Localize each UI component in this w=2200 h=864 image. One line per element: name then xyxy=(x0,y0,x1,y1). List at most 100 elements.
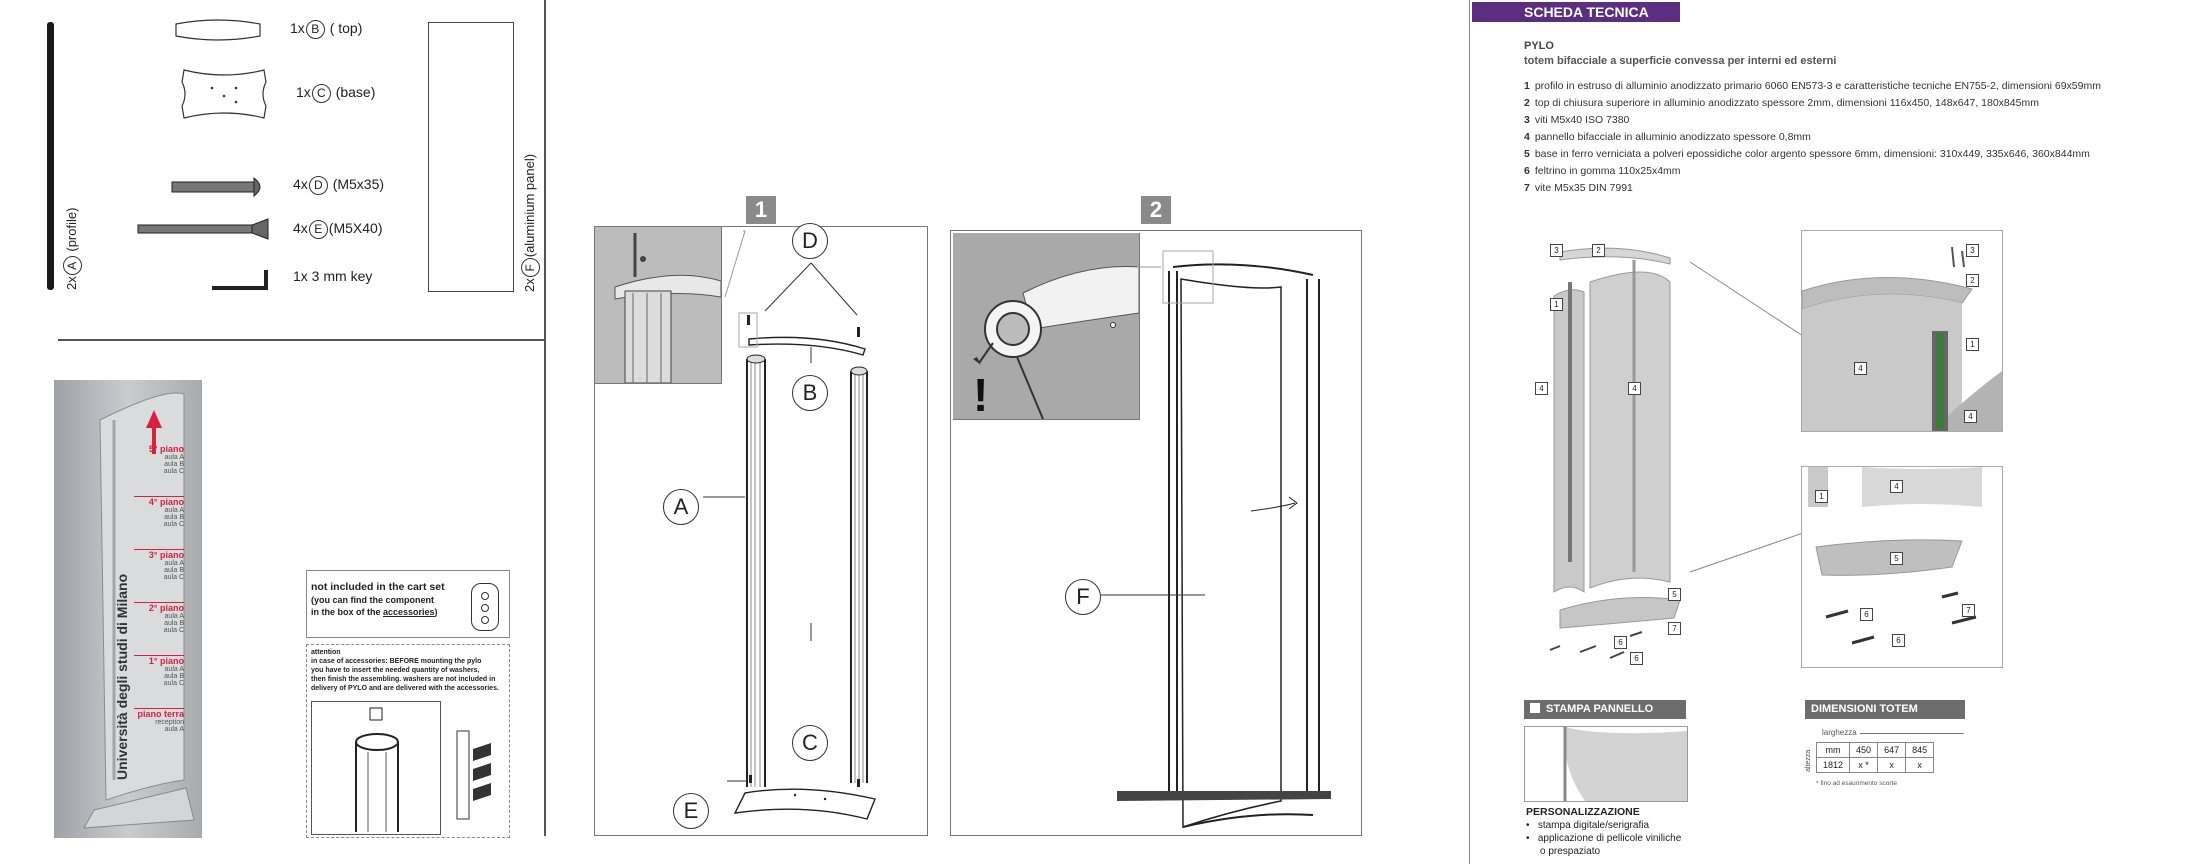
callout-f: F xyxy=(1065,579,1101,615)
stampa-header: STAMPA PANNELLO xyxy=(1524,700,1686,719)
callout-a: A xyxy=(663,489,699,525)
product-subtitle: totem bifacciale a superficie convessa p… xyxy=(1524,55,1837,67)
part-a-label: 2xA (profile) xyxy=(63,208,82,290)
step-2-detail-inset: ! xyxy=(953,233,1140,420)
callout-5: 5 xyxy=(1668,588,1681,601)
dim-header-row: mm 450 647 845 xyxy=(1815,742,1935,758)
callout-4: 4 xyxy=(1890,480,1903,493)
dim-width-arrow xyxy=(1860,733,1964,734)
exploded-view-drawing xyxy=(1549,247,1807,659)
step-1-assembly-drawing xyxy=(703,230,876,820)
detail-top-drawing xyxy=(1802,246,2002,431)
washer-icon xyxy=(471,583,499,631)
callout-b: B xyxy=(792,375,828,411)
cart-note-box: not included in the cart set (you can fi… xyxy=(306,570,510,638)
attention-line2: you have to insert the needed quantity o… xyxy=(311,667,480,674)
panel-f-drawing xyxy=(428,22,514,292)
screw-e-drawing xyxy=(137,218,269,240)
washer-stack-drawing xyxy=(456,730,491,820)
totem-shape xyxy=(83,392,195,829)
callout-2: 2 xyxy=(1592,244,1605,257)
dim-cell: x xyxy=(1905,757,1935,773)
callout-3: 3 xyxy=(1550,244,1563,257)
left-divider-vertical xyxy=(544,0,546,836)
callout-5: 5 xyxy=(1890,552,1903,565)
stampa-panel-drawing xyxy=(1563,727,1687,801)
personalizzazione-item: • stampa digitale/serigrafia xyxy=(1526,820,1650,831)
part-f-label: 2xF(aluminium panel) xyxy=(521,154,540,292)
screw-d-drawing xyxy=(171,176,261,198)
attention-line4: delivery of PYLO and are delivered with … xyxy=(311,685,499,692)
callout-6: 6 xyxy=(1860,608,1873,621)
dim-note: * fino ad esaurimento scorte xyxy=(1816,780,1897,787)
callout-c: C xyxy=(792,725,828,761)
callout-4: 4 xyxy=(1964,410,1977,423)
dim-larghezza-label: larghezza xyxy=(1822,728,1857,737)
dim-cell: 450 xyxy=(1849,742,1879,758)
info-icon xyxy=(1530,703,1540,713)
dim-cell: x xyxy=(1877,757,1907,773)
callout-d: D xyxy=(792,223,828,259)
step-1-frame: D B A C E xyxy=(594,223,928,836)
dim-cell: mm xyxy=(1815,742,1851,758)
attention-note-box: attention in case of accessories: BEFORE… xyxy=(306,644,510,838)
callout-4: 4 xyxy=(1535,382,1548,395)
dimensioni-header: DIMENSIONI TOTEM xyxy=(1805,700,1965,719)
attention-title: attention xyxy=(311,649,341,656)
product-name: PYLO xyxy=(1524,40,1554,52)
attention-line1: in case of accessories: BEFORE mounting … xyxy=(311,658,482,665)
cart-note-line2: (you can find the component xyxy=(311,595,434,605)
sheet-divider-vertical xyxy=(1469,0,1470,864)
cart-note-line3: in the box of the accessories) xyxy=(311,607,438,617)
callout-6: 6 xyxy=(1892,634,1905,647)
parts-divider-horizontal xyxy=(58,339,546,341)
step-1-number: 1 xyxy=(746,196,776,224)
dim-altezza-label: altezza xyxy=(1805,749,1812,772)
profile-detail-drawing xyxy=(355,707,399,832)
callout-1: 1 xyxy=(1550,298,1563,311)
callout-6: 6 xyxy=(1630,652,1643,665)
dim-cell: 845 xyxy=(1905,742,1935,758)
callout-1: 1 xyxy=(1815,490,1828,503)
sheet-title-bar: SCHEDA TECNICA xyxy=(1472,2,1680,22)
allen-key-drawing xyxy=(212,270,268,290)
profile-detail-box xyxy=(311,701,441,835)
detail-base-drawing xyxy=(1808,467,1982,645)
callout-4: 4 xyxy=(1628,382,1641,395)
step-2-detail-drawing: ! xyxy=(973,266,1139,419)
callout-7: 7 xyxy=(1962,604,1975,617)
step-1-detail-inset xyxy=(595,227,722,384)
personalizzazione-item: • applicazione di pellicole viniliche xyxy=(1526,833,1682,844)
callout-e: E xyxy=(673,793,709,829)
dim-cell: 1812 xyxy=(1815,757,1851,773)
attention-line3: then finish the assembling. washers are … xyxy=(311,676,496,683)
personalizzazione-item: o prespaziato xyxy=(1540,846,1601,857)
callout-1: 1 xyxy=(1966,338,1979,351)
dimensions-table: mm 450 647 845 1812 x * x x xyxy=(1815,742,1935,773)
step-2-frame: ! F xyxy=(950,230,1362,836)
cart-note-line1: not included in the cart set xyxy=(311,581,445,593)
dim-data-row: 1812 x * x x xyxy=(1815,757,1935,773)
totem-photo: Università degli studi di Milano 5° pian… xyxy=(54,380,202,838)
totem-university-text: Università degli studi di Milano xyxy=(114,573,130,780)
part-key-label: 1x 3 mm key xyxy=(293,268,373,284)
base-c-drawing xyxy=(181,69,267,119)
callout-3: 3 xyxy=(1966,244,1979,257)
dim-cell: x * xyxy=(1849,757,1879,773)
step-2-number: 2 xyxy=(1141,196,1171,224)
